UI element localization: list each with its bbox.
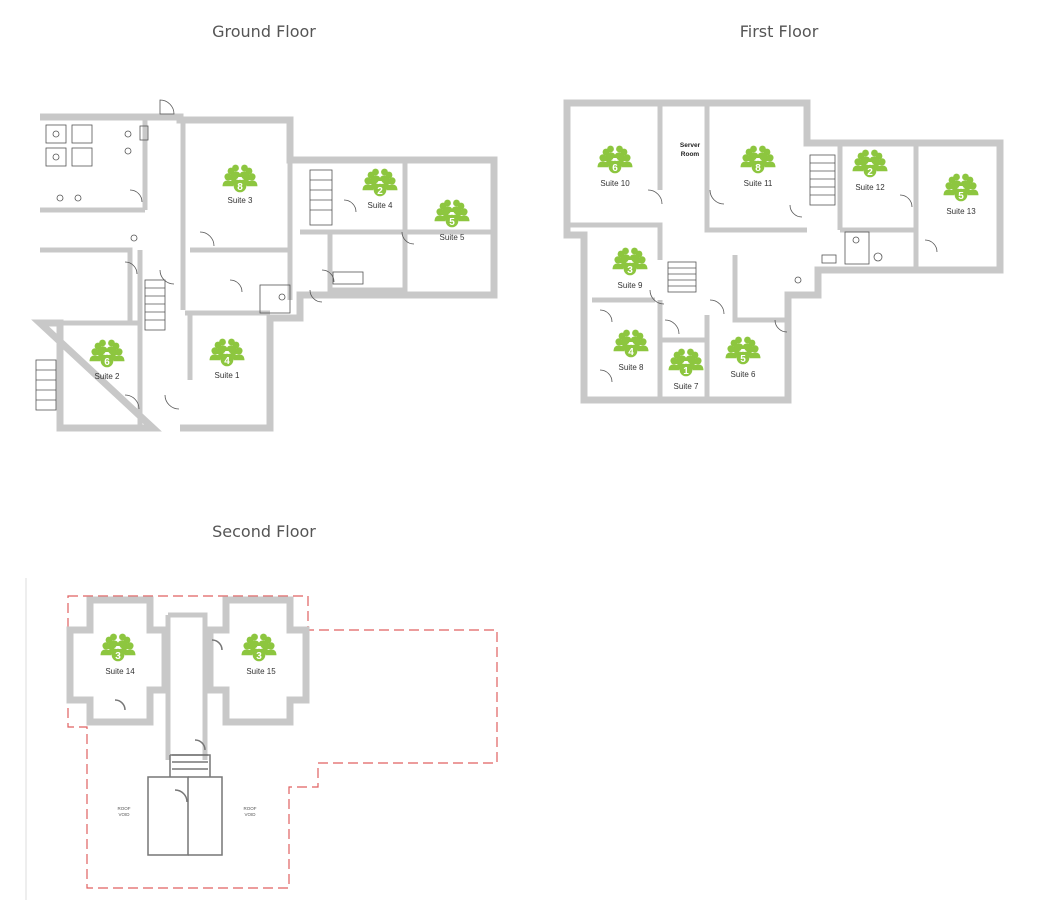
suite-label: Suite 12: [855, 183, 885, 192]
suite-capacity: 6: [612, 163, 618, 174]
first-floor-details: [599, 154, 938, 383]
second-floor-title: Second Floor: [212, 522, 316, 541]
suite-capacity: 3: [256, 651, 262, 662]
ground-floor-plan: [31, 113, 498, 432]
suite-label: Suite 9: [618, 281, 643, 290]
suite-15-marker[interactable]: 3 Suite 15: [242, 634, 277, 676]
suite-label: Suite 4: [368, 201, 393, 210]
suite-4-marker[interactable]: 2 Suite 4: [363, 169, 398, 210]
second-floor-lower-walls: [114, 639, 223, 856]
suite-capacity: 2: [377, 186, 383, 197]
ground-floor-details: [35, 99, 415, 411]
suite-10-marker[interactable]: 6 Suite 10: [598, 146, 633, 188]
second-floor-roof-outline: [67, 595, 498, 889]
suite-label: Suite 1: [215, 371, 240, 380]
suite-capacity: 8: [755, 163, 761, 174]
suite-capacity: 5: [449, 217, 455, 228]
second-floor-plan: [66, 596, 310, 760]
suite-label: Suite 13: [946, 207, 976, 216]
suite-11-marker[interactable]: 8 Suite 11: [741, 146, 776, 188]
suite-label: Suite 10: [600, 179, 630, 188]
suite-capacity: 5: [958, 191, 964, 202]
suite-label: Suite 2: [95, 372, 120, 381]
suite-label: Suite 7: [674, 382, 699, 391]
first-floor-title: First Floor: [739, 22, 819, 41]
suite-capacity: 2: [867, 167, 873, 178]
roof-void-line-1: ROOF: [118, 806, 131, 811]
suite-label: Suite 14: [105, 667, 135, 676]
suite-capacity: 8: [237, 182, 243, 193]
server-room-line-1: Server: [680, 142, 701, 149]
roof-void-line-2: VOID: [118, 812, 130, 817]
suite-label: Suite 6: [731, 370, 756, 379]
server-room-label: Server Room: [680, 142, 701, 158]
suite-label: Suite 3: [228, 196, 253, 205]
suite-capacity: 4: [224, 356, 230, 367]
suite-9-marker[interactable]: 3 Suite 9: [613, 248, 648, 290]
suite-capacity: 5: [740, 354, 746, 365]
suite-14-marker[interactable]: 3 Suite 14: [101, 634, 136, 676]
suite-label: Suite 5: [440, 233, 465, 242]
suite-12-marker[interactable]: 2 Suite 12: [853, 150, 888, 192]
suite-6-marker[interactable]: 5 Suite 6: [726, 337, 761, 379]
suite-capacity: 4: [628, 347, 634, 358]
suite-capacity: 6: [104, 357, 110, 368]
suite-5-marker[interactable]: 5 Suite 5: [435, 200, 470, 242]
server-room-line-2: Room: [681, 151, 700, 158]
suite-3-marker[interactable]: 8 Suite 3: [223, 165, 258, 205]
suite-capacity: 3: [627, 265, 633, 276]
roof-void-line-1: ROOF: [244, 806, 257, 811]
suite-1-marker[interactable]: 4 Suite 1: [210, 339, 245, 380]
roof-void-right-label: ROOF VOID: [244, 806, 257, 817]
suite-capacity: 1: [683, 366, 689, 377]
suite-capacity: 3: [115, 651, 121, 662]
suite-label: Suite 15: [246, 667, 276, 676]
suite-7-marker[interactable]: 1 Suite 7: [669, 349, 704, 391]
suite-13-marker[interactable]: 5 Suite 13: [944, 174, 979, 216]
first-floor-plan: [563, 99, 1004, 404]
ground-floor-title: Ground Floor: [212, 22, 316, 41]
roof-void-line-2: VOID: [244, 812, 256, 817]
suite-label: Suite 11: [744, 179, 773, 188]
suite-8-marker[interactable]: 4 Suite 8: [614, 330, 649, 372]
suite-2-marker[interactable]: 6 Suite 2: [90, 340, 125, 381]
roof-void-left-label: ROOF VOID: [118, 806, 131, 817]
suite-label: Suite 8: [619, 363, 644, 372]
